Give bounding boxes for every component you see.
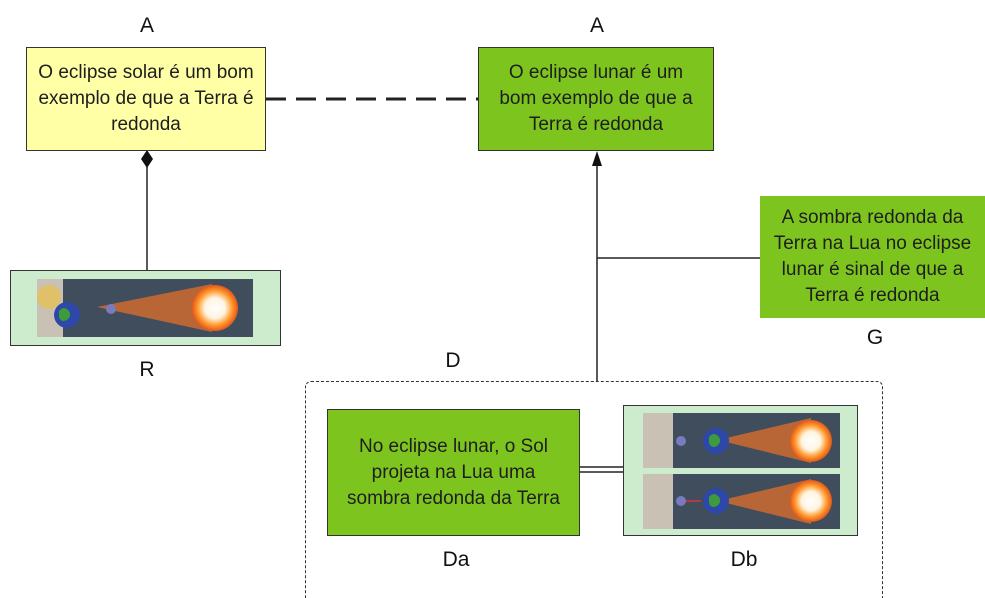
solar-eclipse-claim-text: O eclipse solar é um bom exemplo de que … xyxy=(38,62,254,135)
lunar-eclipse-claim-text: O eclipse lunar é um bom exemplo de que … xyxy=(499,62,693,135)
round-shadow-warrant-text: A sombra redonda da Terra na Lua no ecli… xyxy=(773,207,972,306)
solar-eclipse-claim-box: O eclipse solar é um bom exemplo de que … xyxy=(26,47,266,151)
diamond-icon xyxy=(141,150,153,168)
label-g: G xyxy=(866,326,884,349)
db-eclipse-photo-bottom xyxy=(643,474,840,529)
label-d: D xyxy=(445,349,461,372)
round-shadow-warrant-box: A sombra redonda da Terra na Lua no ecli… xyxy=(760,196,985,318)
r-eclipse-photo xyxy=(37,279,253,337)
lunar-shadow-data-box: No eclipse lunar, o Sol projeta na Lua u… xyxy=(327,409,580,536)
d-dashed-region xyxy=(305,381,883,598)
label-da: Da xyxy=(442,548,470,571)
db-image-frame xyxy=(623,405,858,536)
lunar-eclipse-illustration-bottom xyxy=(643,474,840,529)
label-a-left: A xyxy=(139,14,154,37)
label-a-right: A xyxy=(589,14,604,37)
db-eclipse-photo-top xyxy=(643,413,840,468)
r-image-frame xyxy=(10,270,281,346)
lunar-shadow-data-text: No eclipse lunar, o Sol projeta na Lua u… xyxy=(347,435,560,509)
label-r: R xyxy=(139,358,155,381)
arrowhead-icon xyxy=(592,151,602,166)
solar-eclipse-illustration xyxy=(37,279,253,337)
lunar-eclipse-illustration-top xyxy=(643,413,840,468)
label-db: Db xyxy=(730,548,758,571)
lunar-eclipse-claim-box: O eclipse lunar é um bom exemplo de que … xyxy=(478,47,714,151)
